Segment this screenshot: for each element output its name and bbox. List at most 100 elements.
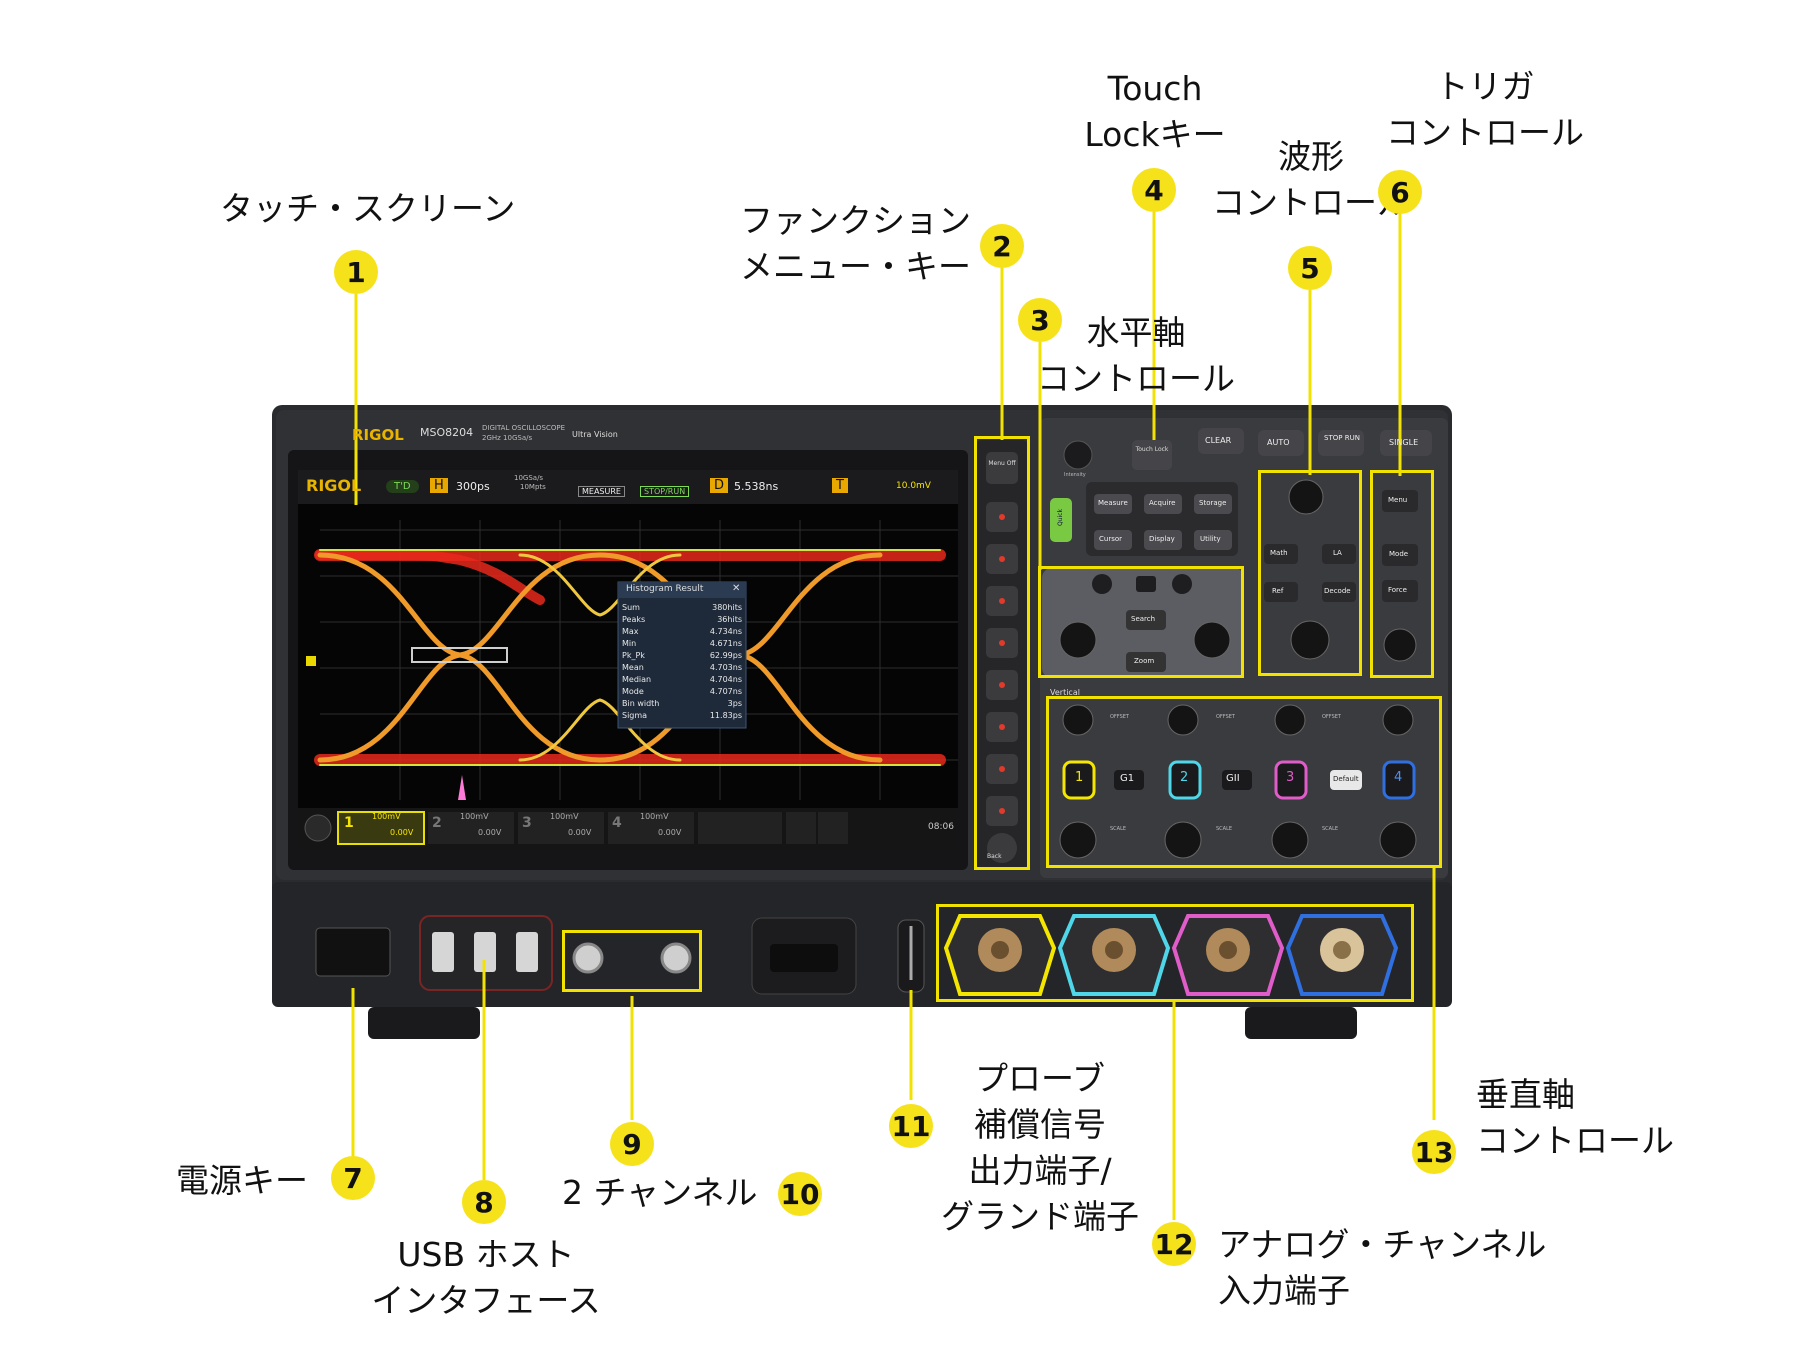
run-stop-nav-button[interactable] (1136, 576, 1156, 592)
ch1-key[interactable] (1062, 760, 1096, 800)
utility-key[interactable] (1194, 530, 1232, 550)
single-button[interactable] (1380, 430, 1432, 456)
scale-label-2: SCALE (1216, 826, 1233, 832)
trigger-level-knob[interactable] (1383, 628, 1417, 662)
utility-key-label: Utility (1200, 535, 1221, 543)
delay-key[interactable]: D (710, 478, 729, 493)
ch2-offset: 0.00V (478, 828, 502, 837)
g1-key[interactable] (1114, 770, 1144, 790)
auto-label: AUTO (1267, 438, 1290, 447)
trigger-key[interactable]: T (832, 478, 848, 493)
vertical-title: Vertical (1050, 688, 1080, 697)
wave-position-knob[interactable] (1288, 479, 1324, 515)
badge-1: 1 (334, 250, 378, 294)
ch4-key[interactable] (1382, 760, 1416, 800)
trigger-mode-key[interactable] (1382, 544, 1418, 566)
decode-key[interactable] (1322, 582, 1356, 602)
callout-text-5: 波形 コントロール (1212, 137, 1410, 222)
acquire-key[interactable] (1144, 494, 1182, 514)
scale-label-3: SCALE (1322, 826, 1339, 832)
scale-label-1: SCALE (1110, 826, 1127, 832)
highlight-wave (1258, 470, 1362, 676)
ch2-key-label: 2 (1180, 770, 1189, 785)
decode-key-label: Decode (1324, 587, 1351, 595)
gen-output-1[interactable] (572, 942, 604, 974)
default-key[interactable] (1330, 770, 1362, 790)
ch4-key-label: 4 (1394, 770, 1403, 785)
cursor-key[interactable] (1094, 530, 1132, 550)
storage-key[interactable] (1194, 494, 1232, 514)
clear-button[interactable] (1198, 428, 1244, 454)
la-key[interactable] (1322, 544, 1356, 564)
ch3-offset-knob[interactable] (1274, 704, 1306, 736)
touch-screen[interactable] (298, 470, 958, 850)
touch-lock-button[interactable] (1132, 440, 1172, 470)
display-key[interactable] (1144, 530, 1182, 550)
math-key[interactable] (1264, 544, 1298, 564)
histogram-value: 4.704ns (709, 675, 742, 684)
ch3-scale-knob[interactable] (1271, 821, 1309, 859)
auto-button[interactable] (1258, 430, 1304, 456)
measure-key[interactable] (1094, 494, 1132, 514)
ch4-offset: 0.00V (658, 828, 682, 837)
histogram-key: Mode (622, 687, 644, 696)
gen-output-2[interactable] (660, 942, 692, 974)
menu-off-button[interactable] (986, 452, 1018, 484)
delay-value: 5.538ns (734, 480, 779, 493)
power-key[interactable] (315, 927, 391, 977)
ch2-number: 2 (432, 815, 442, 831)
next-button[interactable] (1172, 574, 1192, 594)
math-key-label: Math (1270, 549, 1288, 557)
ref-key[interactable] (1264, 582, 1298, 602)
screen-logo: RIGOL (306, 476, 362, 495)
badge-5: 5 (1288, 246, 1332, 290)
ch1-offset-knob[interactable] (1062, 704, 1094, 736)
histogram-key: Max (622, 627, 639, 636)
callout-text-7: 電源キー (176, 1161, 308, 1200)
horizontal-key[interactable]: H (430, 478, 448, 493)
stoprun-button[interactable]: STOP/RUN (640, 486, 690, 497)
wave-scale-knob[interactable] (1290, 620, 1330, 660)
quick-button[interactable] (1050, 498, 1072, 542)
histogram-key: Bin width (622, 699, 660, 708)
usb-port-1[interactable] (432, 932, 454, 972)
usb-port-3[interactable] (516, 932, 538, 972)
trigger-force-label: Force (1388, 586, 1407, 594)
ch1-scale-knob[interactable] (1059, 821, 1097, 859)
stop-run-button[interactable] (1318, 430, 1364, 456)
search-key[interactable] (1126, 610, 1166, 630)
badge-11: 11 (889, 1104, 933, 1148)
zoom-key[interactable] (1126, 652, 1166, 672)
ch3-key[interactable] (1274, 760, 1308, 800)
horizontal-scale-knob[interactable] (1059, 621, 1097, 659)
back-button[interactable] (987, 833, 1017, 863)
trigger-menu-key[interactable] (1382, 490, 1418, 512)
usb-port-2[interactable] (474, 932, 496, 972)
ch4-scale-knob[interactable] (1379, 821, 1417, 859)
g2-key[interactable] (1222, 770, 1252, 790)
intensity-knob[interactable] (1063, 440, 1093, 470)
ch2-scale-knob[interactable] (1164, 821, 1202, 859)
model-sub: DIGITAL OSCILLOSCOPE (482, 424, 566, 432)
histogram-row: Median 4.704ns (622, 674, 742, 686)
badge-6: 6 (1378, 170, 1422, 214)
front-io (315, 915, 925, 995)
trigger-force-key[interactable] (1382, 580, 1418, 602)
ch1-indicator[interactable] (337, 811, 425, 845)
histogram-close-icon[interactable]: ✕ (732, 583, 741, 594)
ch2-key[interactable] (1168, 760, 1202, 800)
histogram-key: Pk_Pk (622, 651, 645, 660)
measure-button[interactable]: MEASURE (578, 486, 625, 497)
ch4-offset-knob[interactable] (1382, 704, 1414, 736)
ch2-offset-knob[interactable] (1167, 704, 1199, 736)
horizontal-position-knob[interactable] (1193, 621, 1231, 659)
function-menu-keys (976, 440, 1028, 868)
clock: 08:06 (928, 822, 954, 832)
histogram-value: 11.83ps (709, 711, 742, 720)
badge-12: 12 (1152, 1222, 1196, 1266)
histogram-key: Median (622, 675, 652, 684)
highlight-trigger (1370, 470, 1434, 678)
prev-button[interactable] (1092, 574, 1112, 594)
